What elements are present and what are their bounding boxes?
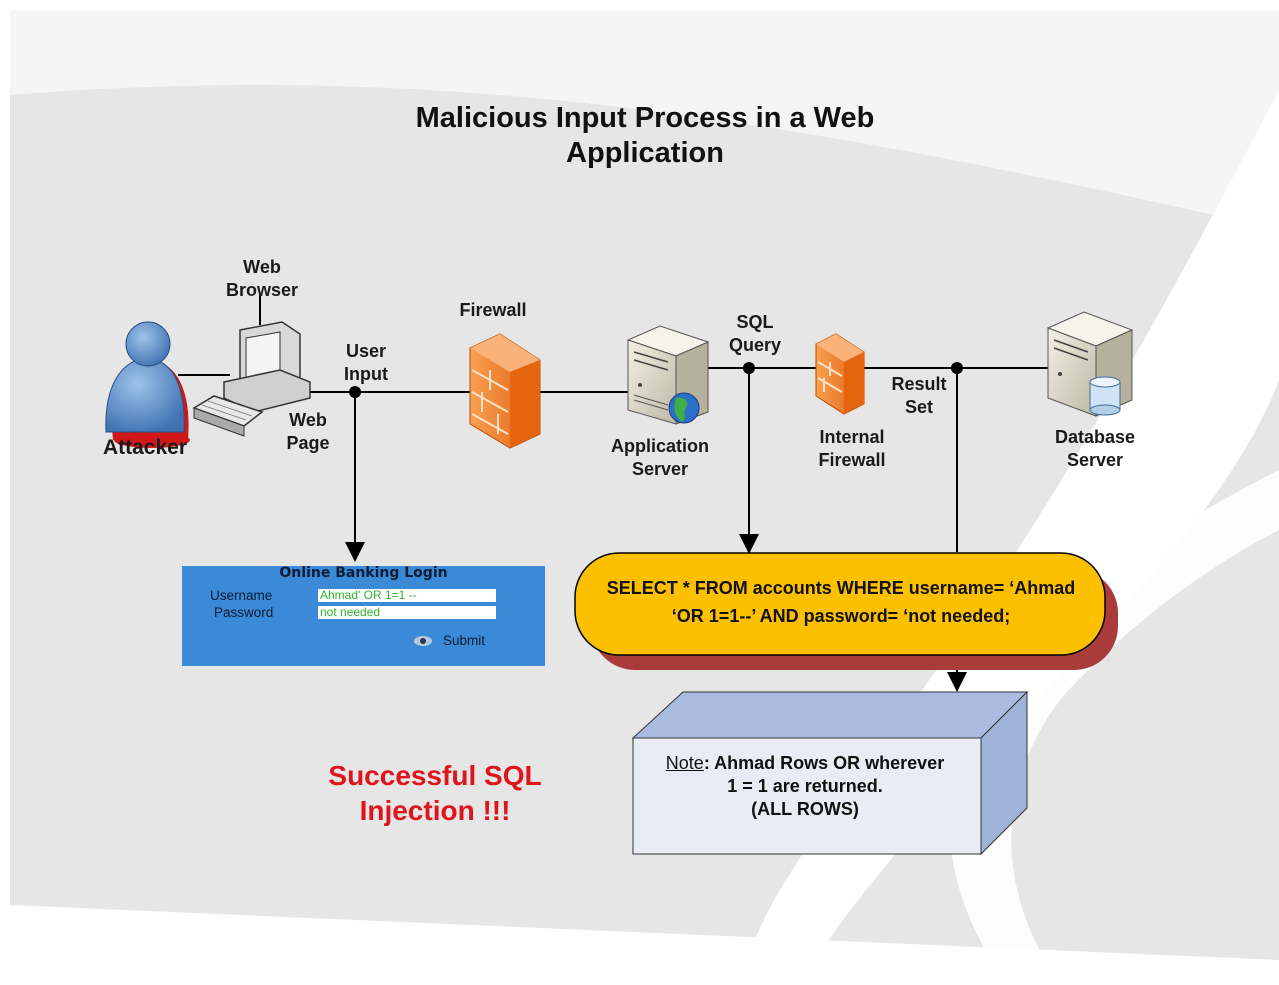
- sql-query-junction: [743, 362, 755, 374]
- username-label: Username: [210, 588, 273, 603]
- server-icon: [626, 325, 710, 425]
- title-line: Malicious Input Process in a Web: [415, 102, 875, 134]
- web-page-label: Web Page: [286, 410, 330, 453]
- database-icon: [1089, 376, 1121, 416]
- globe-icon: [668, 392, 700, 424]
- password-label: Password: [214, 605, 274, 620]
- username-field[interactable]: Ahmad' OR 1=1 --: [318, 589, 496, 602]
- application-server-label: Application Server: [611, 436, 709, 479]
- firewall-label: Firewall: [459, 300, 527, 320]
- note-line: : Ahmad Rows OR wherever: [703, 753, 945, 773]
- login-form-title: Online Banking Login: [279, 565, 448, 581]
- title-line: Application: [566, 137, 724, 169]
- password-field[interactable]: not needed: [318, 606, 496, 619]
- success-message: Successful SQL Injection !!!: [328, 760, 542, 826]
- diagram-title: Malicious Input Process in a Web Applica…: [380, 101, 910, 171]
- user-input-junction: [349, 386, 361, 398]
- sql-query-label: SQL Query: [728, 312, 782, 355]
- sql-box: [574, 552, 1106, 656]
- submit-label: Submit: [443, 633, 486, 648]
- sql-query-text: SELECT * FROM accounts WHERE username= ‘…: [585, 574, 1097, 630]
- sql-line: SELECT * FROM accounts WHERE username= ‘…: [606, 578, 1076, 598]
- attacker-icon: [105, 321, 190, 448]
- note-text: Note: Ahmad Rows OR wherever 1 = 1 are r…: [640, 752, 970, 821]
- sql-line: ‘OR 1=1--’ AND password= ‘not needed;: [671, 606, 1011, 626]
- note-line: 1 = 1 are returned.: [727, 776, 883, 796]
- computer-icon: [192, 321, 311, 437]
- result-set-label: Result Set: [891, 374, 947, 417]
- note-box: [631, 690, 1029, 856]
- firewall-icon: [469, 333, 541, 449]
- internal-firewall-label: Internal Firewall: [818, 427, 886, 470]
- result-set-junction: [951, 362, 963, 374]
- attacker-label: Attacker: [102, 436, 188, 459]
- user-input-label: User Input: [344, 341, 388, 384]
- web-browser-label: Web Browser: [225, 257, 299, 300]
- database-server-label: Database Server: [1054, 427, 1136, 470]
- note-prefix: Note: [665, 753, 704, 773]
- note-line: (ALL ROWS): [751, 799, 859, 819]
- firewall-icon: [815, 333, 865, 415]
- radio-icon: [414, 636, 432, 646]
- submit-button[interactable]: Submit: [414, 633, 485, 648]
